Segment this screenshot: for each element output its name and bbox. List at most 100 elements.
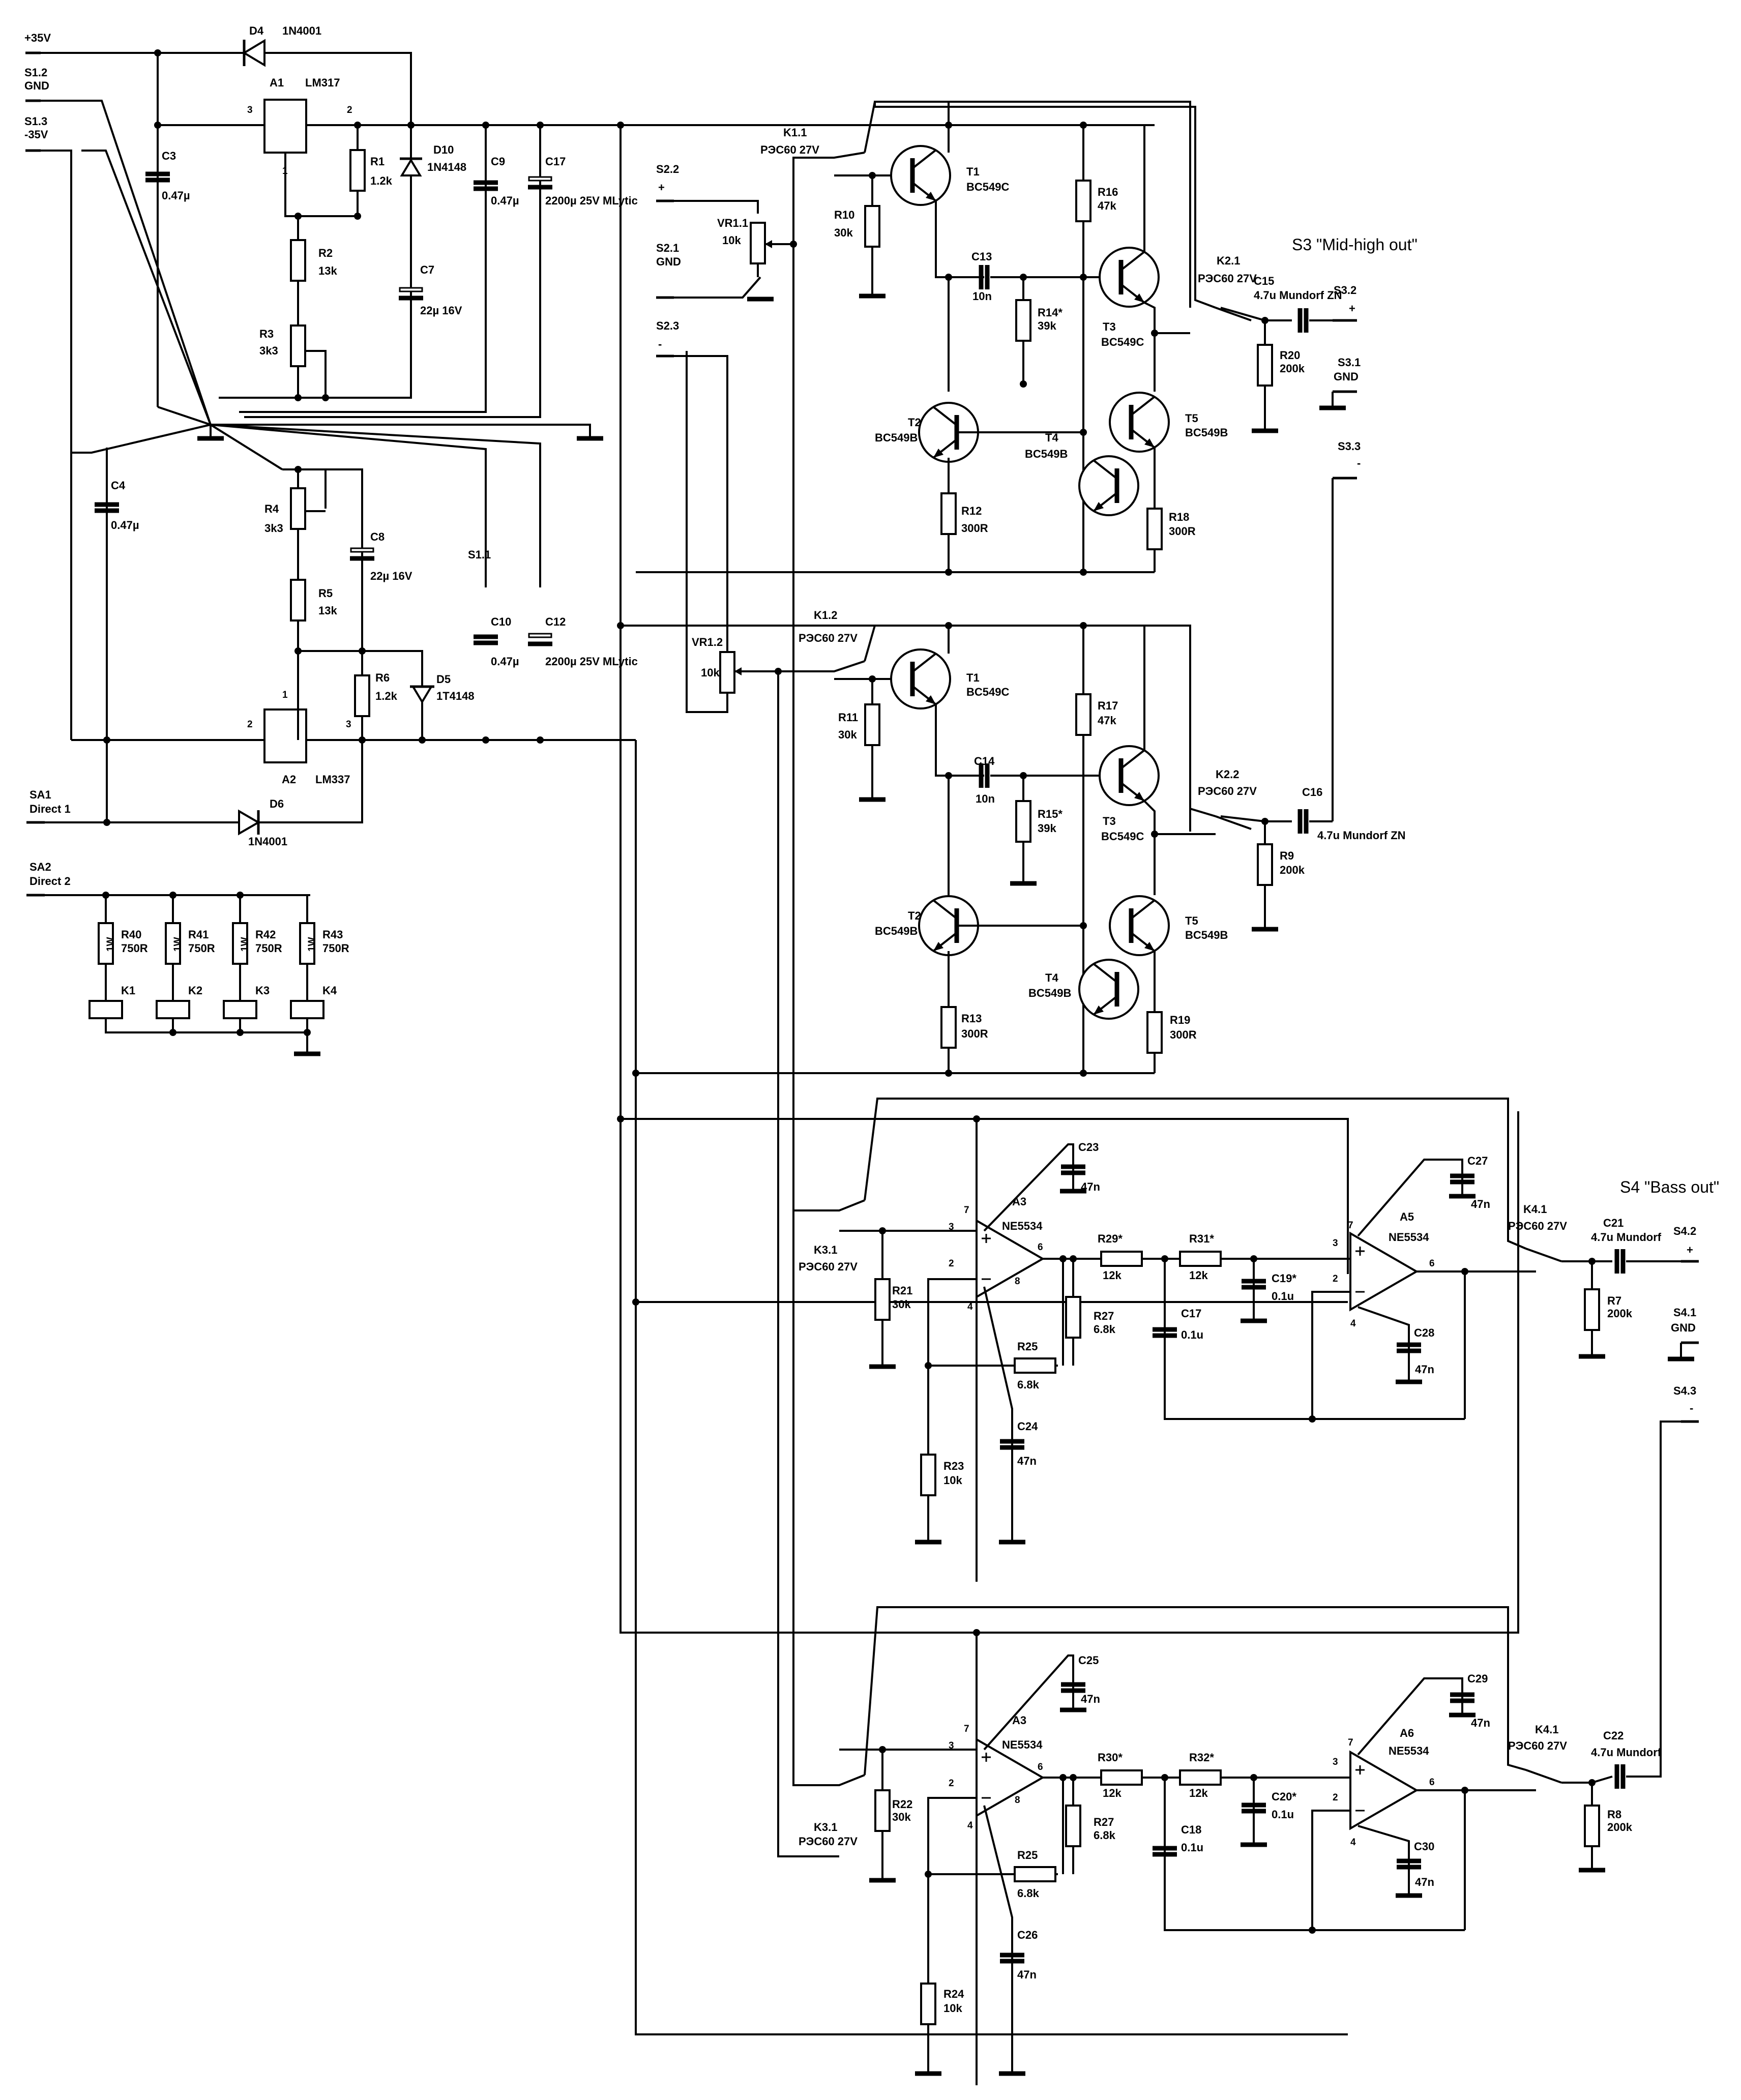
transistor-t3b <box>1100 746 1159 805</box>
svg-text:10k: 10k <box>701 666 720 679</box>
svg-text:47n: 47n <box>1017 1968 1037 1981</box>
svg-text:47n: 47n <box>1415 1876 1434 1888</box>
svg-text:C14: C14 <box>974 755 995 767</box>
relay-k2: 1W R41 750R K2 <box>156 892 215 1019</box>
svg-text:R4: R4 <box>264 502 279 515</box>
svg-text:1N4148: 1N4148 <box>427 161 466 173</box>
relay-k12: K1.2 РЭС60 27V <box>778 609 895 680</box>
svg-text:S1.1: S1.1 <box>468 548 491 561</box>
svg-text:4: 4 <box>967 1302 973 1312</box>
svg-text:-: - <box>658 338 662 350</box>
svg-text:6: 6 <box>1429 1258 1435 1269</box>
svg-text:NE5534: NE5534 <box>1002 1220 1043 1232</box>
svg-text:750R: 750R <box>322 942 349 955</box>
terminal-s22: S2.2 + <box>656 163 759 214</box>
svg-text:13k: 13k <box>318 264 337 277</box>
regulator-a2 <box>263 708 307 763</box>
rails: S2.2 + S2.1 GND S2.3 - VR1.1 10k VR1.2 1… <box>617 125 1519 2035</box>
svg-text:РЭС60 27V: РЭС60 27V <box>799 1835 858 1848</box>
svg-text:R43: R43 <box>322 928 343 941</box>
svg-text:10k: 10k <box>943 1474 962 1487</box>
svg-text:Direct 2: Direct 2 <box>29 875 71 888</box>
svg-text:C10: C10 <box>491 615 511 628</box>
svg-text:R29*: R29* <box>1098 1232 1123 1245</box>
svg-text:4: 4 <box>1350 1837 1356 1848</box>
svg-text:C3: C3 <box>162 150 176 162</box>
svg-text:C19*: C19* <box>1272 1272 1296 1285</box>
svg-text:3k3: 3k3 <box>264 522 283 535</box>
svg-text:R8: R8 <box>1607 1808 1621 1821</box>
terminal-s12: S1.2 GND <box>24 66 49 102</box>
svg-text:47n: 47n <box>1081 1693 1100 1705</box>
svg-text:A3: A3 <box>1012 1195 1026 1208</box>
svg-text:K1: K1 <box>121 984 135 997</box>
svg-text:R24: R24 <box>943 1988 964 2000</box>
relay-k4: 1W R43 750R K4 <box>290 895 349 1019</box>
svg-text:C23: C23 <box>1078 1141 1099 1153</box>
svg-text:РЭС60 27V: РЭС60 27V <box>1508 1739 1567 1752</box>
pot-vr11[interactable]: VR1.1 10k <box>717 217 788 277</box>
svg-text:10n: 10n <box>972 290 992 303</box>
svg-text:1: 1 <box>282 690 288 700</box>
svg-text:РЭС60 27V: РЭС60 27V <box>799 632 858 644</box>
svg-text:30k: 30k <box>892 1811 911 1823</box>
pot-vr12[interactable]: VR1.2 10k <box>692 636 778 694</box>
svg-text:R5: R5 <box>318 587 333 600</box>
svg-text:R21: R21 <box>892 1284 912 1297</box>
svg-text:D4: D4 <box>249 24 264 37</box>
svg-text:R25: R25 <box>1017 1340 1038 1353</box>
svg-text:1N4001: 1N4001 <box>248 835 287 848</box>
svg-text:R16: R16 <box>1098 186 1118 198</box>
svg-text:РЭС60 27V: РЭС60 27V <box>760 143 819 156</box>
svg-text:S2.3: S2.3 <box>656 319 679 332</box>
diode-d6 <box>238 809 260 836</box>
svg-text:D10: D10 <box>433 143 454 156</box>
svg-text:30k: 30k <box>834 226 853 239</box>
svg-text:BC549C: BC549C <box>1101 336 1144 348</box>
svg-text:R32*: R32* <box>1189 1751 1214 1764</box>
svg-text:R30*: R30* <box>1098 1751 1123 1764</box>
transistor-t1b <box>891 649 950 708</box>
svg-text:3k3: 3k3 <box>259 344 278 357</box>
svg-text:C7: C7 <box>420 263 434 276</box>
svg-text:C17: C17 <box>545 155 566 168</box>
svg-text:S3 "Mid-high out": S3 "Mid-high out" <box>1292 235 1418 254</box>
terminal-s13: S1.3 -35V <box>24 115 48 152</box>
svg-text:1T4148: 1T4148 <box>436 690 475 702</box>
svg-text:S4 "Bass out": S4 "Bass out" <box>1620 1178 1719 1196</box>
svg-text:T3: T3 <box>1103 815 1116 827</box>
svg-text:R18: R18 <box>1169 511 1189 523</box>
svg-text:S3.1: S3.1 <box>1338 356 1361 369</box>
svg-text:47k: 47k <box>1098 199 1116 212</box>
svg-text:S4.3: S4.3 <box>1673 1384 1696 1397</box>
svg-text:+: + <box>1687 1244 1693 1256</box>
star-ground <box>41 100 603 740</box>
svg-text:750R: 750R <box>188 942 215 955</box>
svg-text:2: 2 <box>247 719 253 730</box>
relay-k21: K2.1 РЭС60 27V <box>1190 106 1257 321</box>
svg-text:47n: 47n <box>1415 1363 1434 1376</box>
svg-text:A5: A5 <box>1400 1210 1414 1223</box>
svg-text:R31*: R31* <box>1189 1232 1214 1245</box>
svg-text:-: - <box>1690 1402 1693 1414</box>
svg-text:РЭС60 27V: РЭС60 27V <box>1198 272 1257 285</box>
svg-text:A6: A6 <box>1400 1727 1414 1739</box>
svg-text:-35V: -35V <box>24 128 48 141</box>
svg-text:+: + <box>658 181 665 194</box>
svg-text:8: 8 <box>1015 1276 1020 1287</box>
svg-text:D6: D6 <box>270 797 284 810</box>
bass-channel-1: K3.1 РЭС60 27V R21 30k A3 NE5534 7 3 2 4… <box>793 1098 1699 1582</box>
svg-text:+: + <box>1349 302 1355 315</box>
svg-text:2: 2 <box>949 1778 954 1789</box>
svg-text:2: 2 <box>949 1258 954 1269</box>
svg-text:4: 4 <box>1350 1318 1356 1329</box>
svg-text:200k: 200k <box>1607 1821 1633 1833</box>
svg-text:T2: T2 <box>908 909 921 922</box>
svg-text:6: 6 <box>1429 1777 1435 1788</box>
svg-text:VR1.2: VR1.2 <box>692 636 723 648</box>
svg-text:-: - <box>1357 457 1361 469</box>
svg-text:12k: 12k <box>1103 1787 1122 1799</box>
svg-text:SA1: SA1 <box>29 788 51 801</box>
svg-text:T3: T3 <box>1103 320 1116 333</box>
